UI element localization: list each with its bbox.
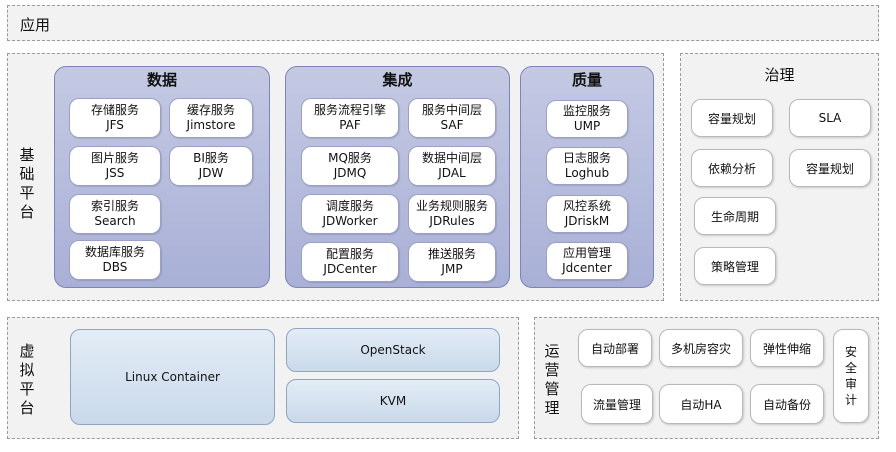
data-group: 数据 存储服务 JFS 缓存服务 Jimstore 图片服务 JSS BI服务 … [54,66,270,288]
governance-zone: 治理 容量规划 SLA 依赖分析 容量规划 生命周期 策略管理 [680,53,879,301]
service-jdw[interactable]: BI服务 JDW [169,146,253,186]
linux-container[interactable]: Linux Container [70,329,275,425]
service-search[interactable]: 索引服务 Search [69,194,161,234]
service-paf[interactable]: 服务流程引擎 PAF [301,98,399,138]
service-jdrules[interactable]: 业务规则服务 JDRules [408,194,496,234]
virtual-platform-zone: 虚拟平台 Linux Container OpenStack KVM [7,317,519,439]
service-dbs[interactable]: 数据库服务 DBS [69,240,161,280]
ops-auto-ha[interactable]: 自动HA [659,384,743,424]
quality-group-title: 质量 [571,71,602,89]
ops-auto-backup[interactable]: 自动备份 [750,384,824,424]
service-saf[interactable]: 服务中间层 SAF [408,98,496,138]
app-layer-label: 应用 [20,16,51,34]
service-ump[interactable]: 监控服务 UMP [546,100,628,138]
ops-security-audit[interactable]: 安全审计 [833,329,869,423]
gov-policy-management[interactable]: 策略管理 [694,247,776,285]
integration-group-title: 集成 [382,71,413,89]
quality-group: 质量 监控服务 UMP 日志服务 Loghub 风控系统 JDriskM 应用管… [520,66,654,288]
openstack[interactable]: OpenStack [286,328,500,372]
service-jdriskm[interactable]: 风控系统 JDriskM [546,195,628,233]
gov-dependency-analysis[interactable]: 依赖分析 [691,149,773,187]
ops-elastic-scaling[interactable]: 弹性伸缩 [750,329,824,367]
governance-title: 治理 [764,66,795,84]
service-jimstore[interactable]: 缓存服务 Jimstore [169,98,253,138]
service-jdal[interactable]: 数据中间层 JDAL [408,146,496,186]
integration-group: 集成 服务流程引擎 PAF 服务中间层 SAF MQ服务 JDMQ 数据中间层 … [285,66,510,288]
app-layer: 应用 [7,5,879,41]
ops-multi-dc-dr[interactable]: 多机房容灾 [659,329,743,367]
ops-auto-deploy[interactable]: 自动部署 [578,329,652,367]
operations-zone: 运营管理 自动部署 多机房容灾 弹性伸缩 流量管理 自动HA 自动备份 安全审计 [534,317,879,439]
base-platform-label: 基础平台 [19,146,35,221]
service-jdcenter-app[interactable]: 应用管理 Jdcenter [546,242,628,280]
service-jfs[interactable]: 存储服务 JFS [69,98,161,138]
service-jdcenter[interactable]: 配置服务 JDCenter [301,242,399,282]
service-jdworker[interactable]: 调度服务 JDWorker [301,194,399,234]
service-loghub[interactable]: 日志服务 Loghub [546,147,628,185]
kvm[interactable]: KVM [286,379,500,423]
service-jmp[interactable]: 推送服务 JMP [408,242,496,282]
gov-capacity-planning-2[interactable]: 容量规划 [789,149,871,187]
ops-traffic-management[interactable]: 流量管理 [581,384,653,424]
operations-label: 运营管理 [544,342,560,417]
gov-capacity-planning[interactable]: 容量规划 [691,99,773,137]
service-jss[interactable]: 图片服务 JSS [69,146,161,186]
service-jdmq[interactable]: MQ服务 JDMQ [301,146,399,186]
gov-sla[interactable]: SLA [789,99,871,137]
data-group-title: 数据 [146,71,177,89]
virtual-platform-label: 虚拟平台 [19,342,35,417]
gov-lifecycle[interactable]: 生命周期 [694,197,776,235]
